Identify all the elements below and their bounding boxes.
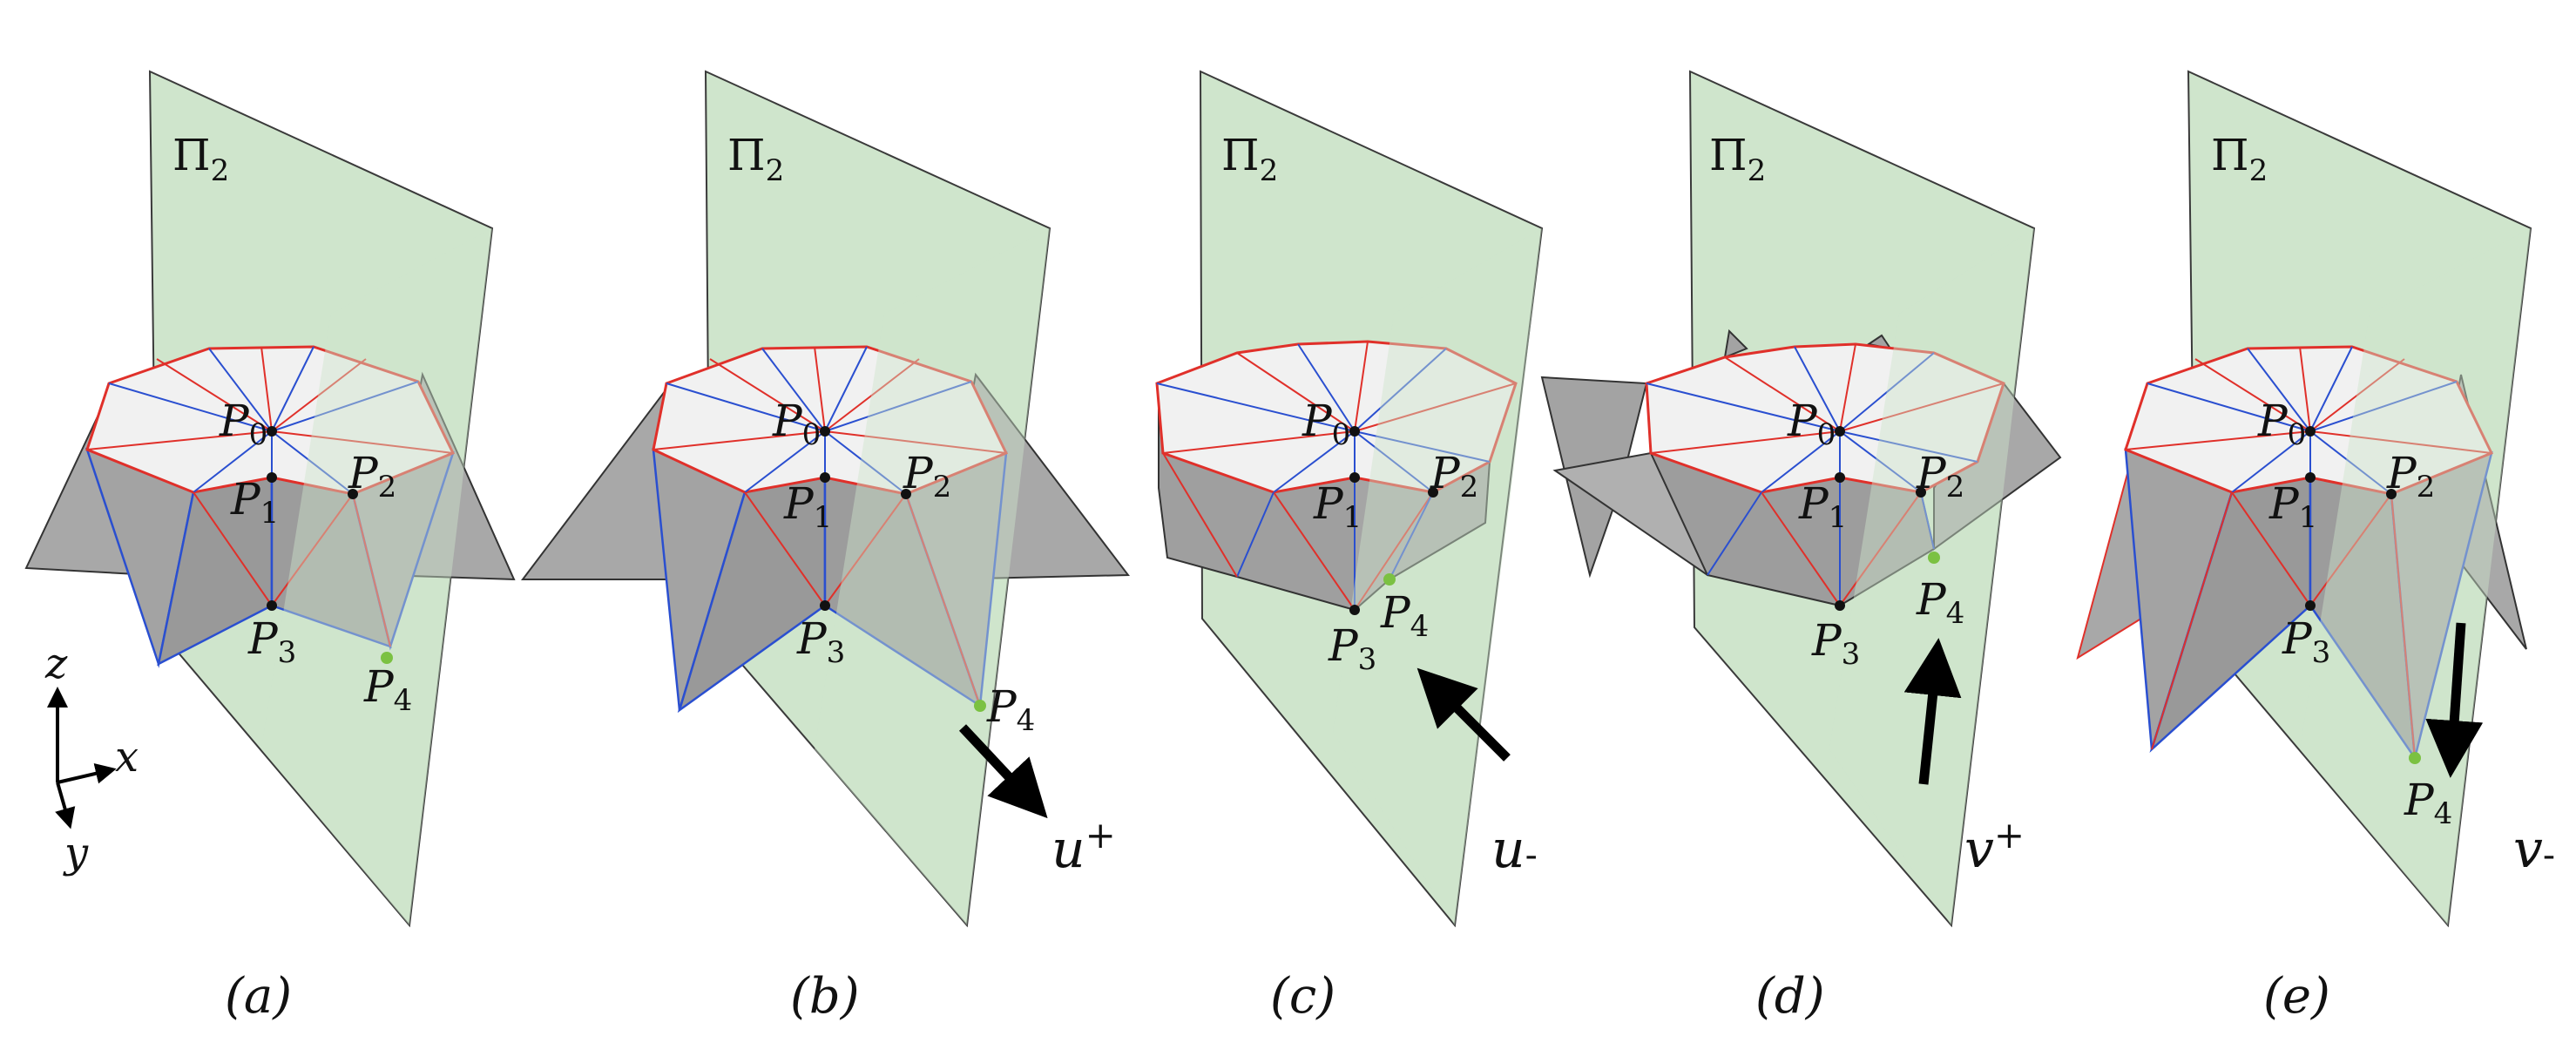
point-p2 — [348, 489, 358, 499]
label-p1: P1 — [230, 474, 279, 531]
point-p2 — [2386, 489, 2397, 499]
plane-label: Π2 — [1221, 130, 1278, 188]
point-p3 — [1835, 600, 1845, 611]
label-p0: P0 — [2257, 396, 2306, 452]
point-p1 — [1835, 472, 1845, 483]
plane-front — [1333, 228, 1542, 925]
top-ring — [1645, 342, 2005, 494]
plane-label: Π2 — [1709, 130, 1766, 188]
label-p1: P1 — [1798, 478, 1847, 535]
label-p2: P2 — [1916, 448, 1964, 504]
label-p4: P4 — [1916, 574, 1964, 631]
direction-label: u- — [1491, 819, 1538, 880]
label-p1: P1 — [2268, 478, 2317, 535]
label-p3: P3 — [1811, 615, 1860, 672]
label-p0: P0 — [1302, 396, 1350, 452]
label-p0: P0 — [1787, 396, 1836, 452]
panel-b: Π2 P0 P1 P2 P3 P4 u+ (b) — [520, 70, 1130, 1025]
axis-y-label: y — [63, 829, 89, 877]
point-p1 — [267, 472, 277, 483]
label-p3: P3 — [1328, 620, 1376, 677]
direction-label: v+ — [1964, 814, 2025, 880]
creases — [2125, 346, 2492, 759]
plane-front — [2300, 228, 2531, 925]
label-p3: P3 — [796, 613, 845, 670]
point-p1 — [820, 472, 830, 483]
point-p4 — [1383, 573, 1396, 586]
direction-label: v- — [2513, 819, 2555, 880]
point-p3 — [820, 600, 830, 611]
axis-indicator — [47, 687, 117, 829]
label-p2: P2 — [903, 448, 951, 504]
plane-front — [815, 228, 1050, 925]
point-p1 — [1349, 472, 1360, 483]
creases — [652, 346, 1007, 707]
panel-e: Π2 P0 P1 P2 P3 P4 v- (e) — [2076, 70, 2555, 1025]
axis-z-label: z — [44, 640, 68, 688]
plane-front — [1829, 228, 2034, 925]
label-p2: P2 — [348, 448, 396, 504]
label-p0: P0 — [219, 396, 267, 452]
plane-front — [261, 228, 492, 925]
point-p3 — [1349, 605, 1360, 615]
plane-label: Π2 — [727, 130, 784, 188]
label-p4: P4 — [1380, 587, 1429, 644]
panel-caption: (e) — [2263, 968, 2330, 1025]
panel-caption: (c) — [1270, 968, 1335, 1025]
label-p2: P2 — [2386, 448, 2435, 504]
point-p0 — [1349, 426, 1360, 437]
point-p2 — [901, 489, 911, 499]
panel-c: Π2 P0 P1 P2 P3 P4 u- (c) — [1155, 70, 1544, 1025]
label-p1: P1 — [783, 478, 832, 535]
label-p4: P4 — [2404, 775, 2452, 831]
point-p4 — [2409, 752, 2421, 764]
label-p3: P3 — [2282, 613, 2330, 670]
label-p4: P4 — [363, 661, 412, 718]
motion-arrow — [1903, 638, 1962, 785]
top-ring — [1155, 340, 1518, 494]
label-p2: P2 — [1430, 448, 1478, 504]
label-p0: P0 — [772, 396, 821, 452]
panel-caption: (a) — [225, 968, 292, 1025]
panel-caption: (b) — [790, 968, 860, 1025]
motion-arrow — [958, 724, 1048, 819]
point-p0 — [820, 426, 830, 437]
panel-d: Π2 P0 P1 P2 P3 P4 v+ (d) — [1540, 70, 2062, 1025]
point-p4 — [974, 700, 986, 712]
panel-a: Π2 P0 P1 P2 P3 P4 z x y (a) — [24, 70, 516, 1025]
point-p1 — [2305, 472, 2316, 483]
point-p2 — [1916, 487, 1926, 498]
motion-arrow — [2425, 622, 2484, 778]
motion-arrow — [1416, 667, 1511, 762]
creases — [1646, 343, 2005, 606]
plane-label: Π2 — [2211, 130, 2268, 188]
label-p3: P3 — [247, 613, 296, 670]
direction-label: u+ — [1051, 814, 1116, 880]
creases — [86, 346, 454, 647]
label-p1: P1 — [1313, 478, 1362, 535]
point-p0 — [1835, 426, 1845, 437]
creases — [1156, 341, 1517, 611]
panel-caption: (d) — [1755, 968, 1825, 1025]
label-p4: P4 — [986, 681, 1035, 738]
point-p4 — [1928, 552, 1940, 564]
point-p3 — [2305, 600, 2316, 611]
point-p0 — [267, 426, 277, 437]
point-p4 — [381, 652, 393, 664]
point-p2 — [1428, 487, 1438, 498]
wing-back — [1723, 328, 1748, 359]
point-p0 — [2305, 426, 2316, 437]
point-p3 — [267, 600, 277, 611]
axis-x-label: x — [115, 733, 139, 782]
plane-label: Π2 — [172, 130, 229, 188]
